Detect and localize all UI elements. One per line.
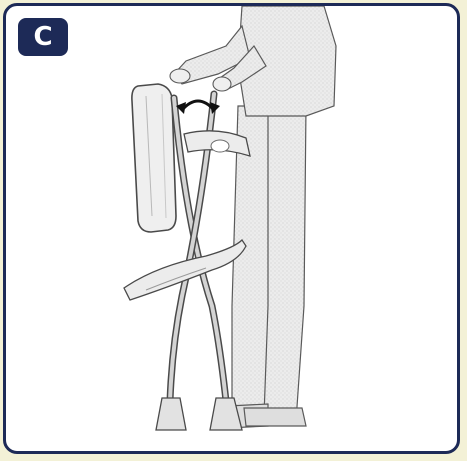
folding-stand-illustration: [6, 6, 457, 451]
instruction-panel: C: [3, 3, 460, 454]
step-badge: C: [18, 18, 68, 56]
folded-board: [132, 84, 176, 232]
